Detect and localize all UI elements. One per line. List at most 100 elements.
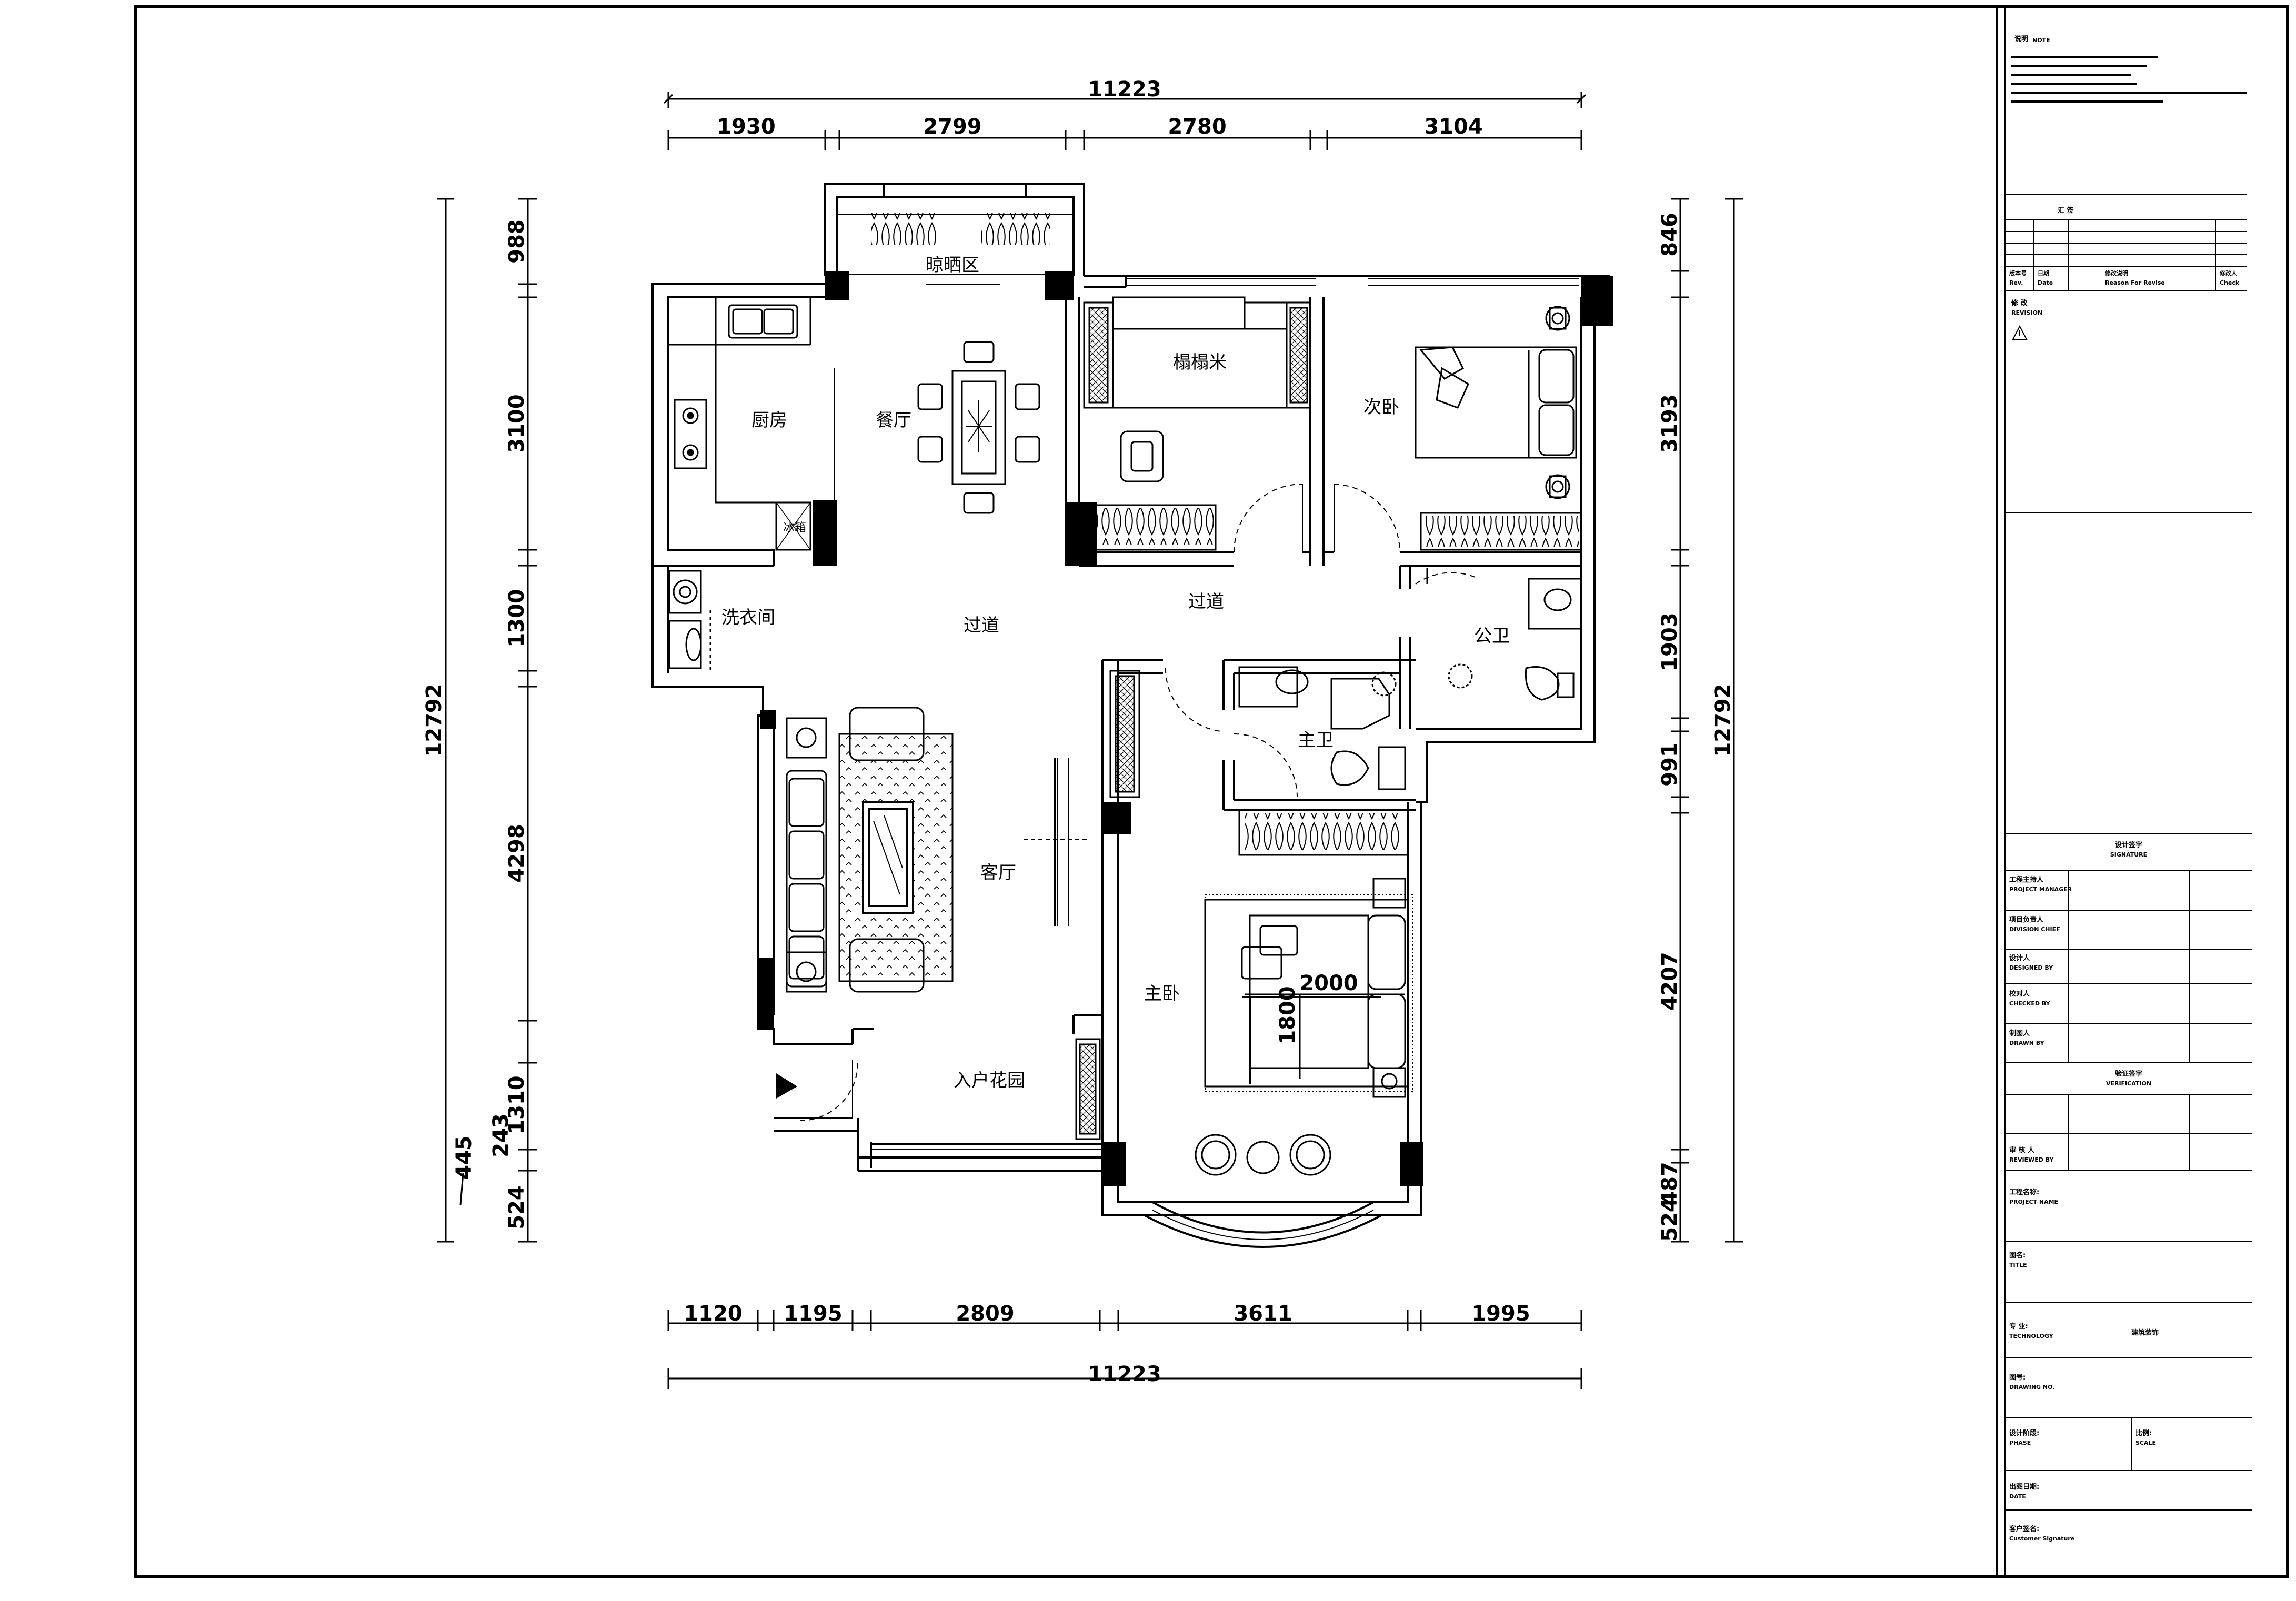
revision-label-en: REVISION	[2011, 309, 2042, 316]
rev-col-3-en: Reason For Revise	[2105, 279, 2165, 286]
room-entry-garden: 入户花园	[954, 1070, 1025, 1091]
project-name-label-en: PROJECT NAME	[2009, 1199, 2058, 1205]
dim-bottom-5: 1995	[1471, 1302, 1530, 1326]
dim-right-2: 3193	[1658, 394, 1682, 452]
dim-left-1: 988	[505, 219, 529, 264]
public-bath-fixtures	[1371, 568, 1582, 701]
dimensions-right	[1671, 198, 1743, 1243]
sign-row-3-en: DESIGNED BY	[2009, 964, 2053, 971]
walls	[651, 183, 1610, 1248]
sign-row-1-en: PROJECT MANAGER	[2009, 886, 2072, 893]
fridge-label: 冰箱	[783, 521, 806, 535]
dim-right-4: 991	[1658, 742, 1682, 787]
verify-sign-label-en: VERIFICATION	[2106, 1080, 2151, 1087]
stage-label: 设计阶段:	[2009, 1429, 2039, 1437]
dim-right-total: 12792	[1711, 683, 1735, 757]
sheet-border	[134, 5, 2289, 1578]
rev-col-1-en: Rev.	[2009, 279, 2023, 286]
master-bedroom-closet	[1075, 670, 1140, 1140]
second-bedroom-wardrobe	[1426, 516, 1579, 547]
sign-row-2-en: DIVISION CHIEF	[2009, 926, 2060, 933]
dim-top-2: 2799	[923, 115, 981, 139]
dimensions-top	[663, 92, 1587, 150]
rev-col-3: 修改说明	[2104, 269, 2128, 277]
master-bed-rug	[1205, 894, 1413, 1092]
master-bath-fixtures	[1238, 666, 1409, 856]
dimensions-left	[437, 198, 537, 1243]
scale-label: 比例:	[2135, 1429, 2152, 1437]
sign-row-5-en: DRAWN BY	[2009, 1040, 2045, 1046]
notes-heading: 说明	[2014, 35, 2028, 43]
room-corridor-right: 过道	[1188, 591, 1224, 612]
room-kitchen: 厨房	[751, 410, 787, 431]
drying-rack-right	[981, 213, 1050, 245]
sign-row-4-en: CHECKED BY	[2009, 1000, 2051, 1007]
rev-col-2-en: Date	[2038, 279, 2053, 286]
dim-bottom-3: 2809	[956, 1302, 1014, 1326]
date-label: 出图日期:	[2009, 1483, 2039, 1491]
dimensions-bottom	[667, 1310, 1582, 1389]
room-laundry: 洗衣间	[721, 607, 775, 628]
master-bath-wardrobe	[1245, 813, 1402, 850]
sign-row-2: 项目负责人	[2009, 915, 2044, 924]
doors	[799, 484, 1479, 1121]
dim-top-1: 1930	[717, 115, 775, 139]
client-label-en: Customer Signature	[2009, 1535, 2074, 1542]
drawing-no-label: 图号:	[2009, 1374, 2026, 1382]
room-dining: 餐厅	[876, 410, 911, 431]
dim-left-3: 1300	[505, 589, 529, 647]
structural-columns	[758, 271, 1613, 1186]
sign-row-3: 设计人	[2009, 954, 2030, 962]
room-master-bedroom: 主卧	[1144, 983, 1180, 1004]
rev-col-4: 修改人	[2219, 269, 2238, 277]
dim-left-2: 3100	[505, 394, 529, 452]
date-label-en: DATE	[2009, 1493, 2026, 1500]
summary-label: 汇 签	[2058, 206, 2074, 215]
tatami-closet	[1097, 508, 1216, 545]
sign-row-5: 制图人	[2009, 1029, 2030, 1038]
dim-left-4: 4298	[505, 824, 529, 882]
coffee-table	[862, 801, 914, 914]
room-public-bath: 公卫	[1474, 626, 1510, 647]
dim-right-7: 524	[1658, 1197, 1682, 1242]
title-block	[2005, 194, 2252, 1511]
room-master-bath: 主卫	[1298, 730, 1334, 751]
verify-sign-label: 验证签字	[2115, 1070, 2142, 1078]
rev-col-4-en: Check	[2220, 279, 2240, 286]
client-label: 客户签名:	[2009, 1525, 2039, 1533]
dim-bottom-1: 1120	[684, 1302, 742, 1326]
dim-right-5: 4207	[1658, 952, 1682, 1010]
dining-table	[917, 341, 1040, 514]
dim-right-3: 1903	[1658, 612, 1682, 671]
design-sign-label-en: SIGNATURE	[2110, 851, 2147, 858]
dim-top-4: 3104	[1424, 115, 1482, 139]
project-name-label: 工程名称:	[2009, 1188, 2039, 1196]
reviewer-label-en: REVIEWED BY	[2009, 1156, 2054, 1163]
dim-top-3: 2780	[1168, 115, 1226, 139]
discipline-value: 建筑装饰	[2131, 1328, 2159, 1337]
stage-label-en: PHASE	[2009, 1439, 2031, 1446]
room-living: 客厅	[980, 862, 1016, 883]
dim-left-6: 243	[489, 1113, 513, 1157]
dim-bed-width: 2000	[1299, 971, 1358, 995]
room-second-bedroom: 次卧	[1363, 397, 1399, 418]
scale-label-en: SCALE	[2135, 1439, 2156, 1446]
tatami-platform	[1078, 296, 1311, 551]
notes-list	[2011, 56, 2247, 103]
laundry-fixtures	[668, 570, 711, 673]
room-corridor-left: 过道	[964, 615, 999, 636]
notes-heading-en: NOTE	[2032, 37, 2050, 44]
dim-top-total: 11223	[1088, 77, 1161, 102]
drawing-name-label: 图名:	[2009, 1251, 2026, 1260]
rev-col-1: 版本号	[2009, 269, 2027, 277]
sign-row-1: 工程主持人	[2009, 875, 2044, 884]
dim-bottom-2: 1195	[784, 1302, 842, 1326]
dim-bottom-4: 3611	[1234, 1302, 1292, 1326]
rev-col-2: 日期	[2038, 269, 2049, 277]
dim-right-6: 487	[1658, 1162, 1682, 1206]
revision-label: 修 改	[2011, 299, 2028, 307]
discipline-label: 专 业:	[2009, 1322, 2028, 1331]
lounge-chairs	[1195, 1134, 1331, 1176]
dim-bed-length: 1800	[1276, 986, 1300, 1044]
